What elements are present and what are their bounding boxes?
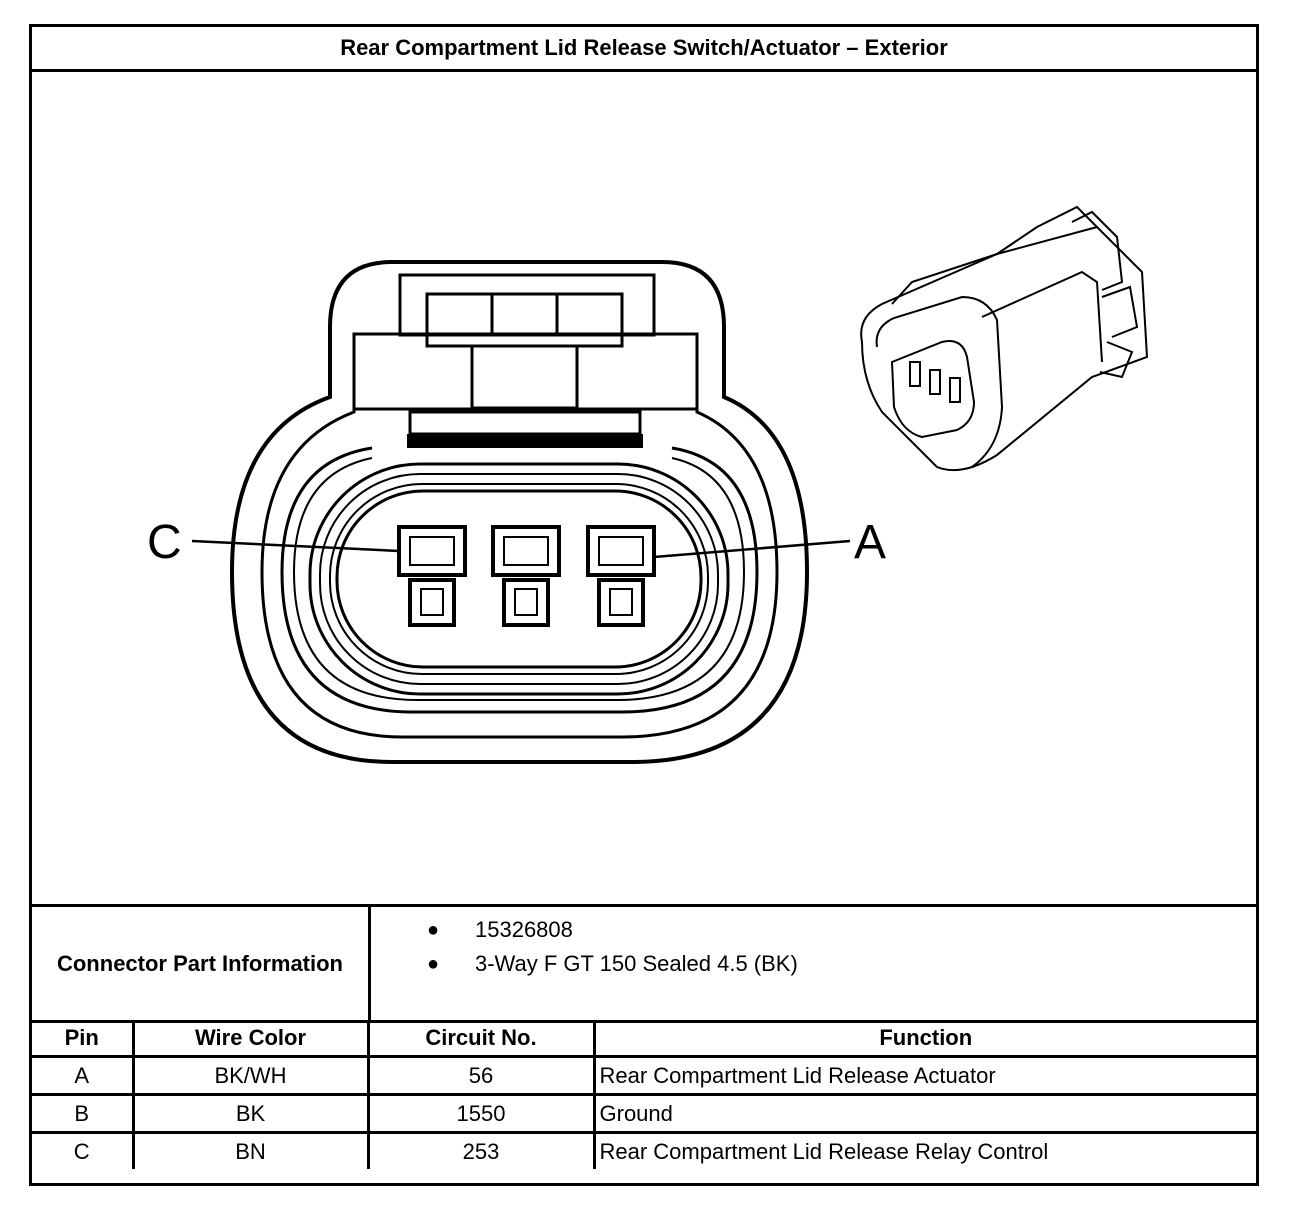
column-header-wire-color: Wire Color [131,1020,370,1058]
table-header-row: Pin Wire Color Circuit No. Function [32,1020,1256,1058]
pin-cell: B [32,1093,135,1134]
list-item: ● 15326808 [371,913,1256,947]
bullet-icon: ● [427,918,440,941]
terminal-cavities [397,525,656,627]
table-row: B BK 1550 Ground [32,1093,1256,1134]
column-header-circuit-no: Circuit No. [366,1020,596,1058]
pin-label-c: C [147,516,182,569]
circuit-no-cell: 1550 [366,1093,596,1134]
connector-part-info: Connector Part Information ● 15326808 ● … [32,907,1256,1023]
connector-isometric-view [860,205,1149,472]
bullet-icon: ● [427,952,440,975]
connector-face-view [191,260,851,764]
connector-sheet: Rear Compartment Lid Release Switch/Actu… [29,24,1259,1186]
function-cell: Rear Compartment Lid Release Actuator [592,1055,1256,1096]
part-number: 15326808 [475,917,573,942]
column-header-function: Function [592,1020,1256,1058]
list-item: ● 3-Way F GT 150 Sealed 4.5 (BK) [371,947,1256,981]
pin-cell: A [32,1055,135,1096]
circuit-no-cell: 56 [366,1055,596,1096]
circuit-no-cell: 253 [366,1131,596,1169]
function-cell: Rear Compartment Lid Release Relay Contr… [592,1131,1256,1169]
page-title: Rear Compartment Lid Release Switch/Actu… [32,27,1256,72]
function-cell: Ground [592,1093,1256,1134]
pin-table: Pin Wire Color Circuit No. Function A BK… [32,1020,1256,1169]
connector-description: 3-Way F GT 150 Sealed 4.5 (BK) [475,951,798,976]
connector-part-info-label: Connector Part Information [32,907,371,1020]
pin-cell: C [32,1131,135,1169]
column-header-pin: Pin [32,1020,135,1058]
leader-line-a [653,539,851,559]
connector-drawing: C A [147,205,1149,764]
wire-color-cell: BK/WH [131,1055,370,1096]
connector-part-info-list: ● 15326808 ● 3-Way F GT 150 Sealed 4.5 (… [371,913,1256,981]
wire-color-cell: BN [131,1131,370,1169]
wire-color-cell: BK [131,1093,370,1134]
leader-line-c [191,539,400,553]
table-row: C BN 253 Rear Compartment Lid Release Re… [32,1131,1256,1169]
pin-label-a: A [854,516,886,569]
connector-diagram: C A [32,72,1256,907]
table-row: A BK/WH 56 Rear Compartment Lid Release … [32,1055,1256,1096]
